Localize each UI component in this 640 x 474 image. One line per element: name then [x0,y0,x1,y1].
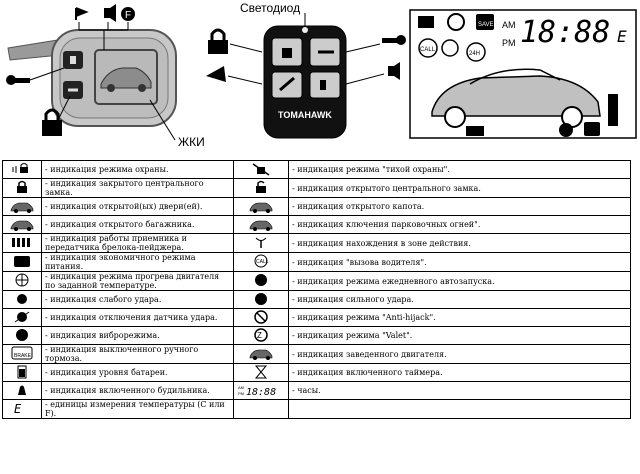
signal-bars-icon [2,233,42,253]
shock-strong-icon [233,290,289,309]
anti-hijack-icon [233,308,289,327]
battery-icon [2,363,42,382]
alarm-bell-icon [2,381,42,400]
legend-row: - индикация работы приемника и передатчи… [2,233,631,253]
valet-icon: Z [233,326,289,345]
legend-row: - индикация режима прогрева двигателя по… [2,271,631,291]
brake-icon: BRAKE [2,344,42,364]
legend-right-text: - индикация режима ежедневного автозапус… [288,271,631,291]
remote-figure: F ЖКИ TOMAHAWK [0,0,640,150]
legend-right-text: - индикация режима "Anti-hijack". [288,308,631,327]
lcd-call: CALL [420,47,436,53]
lcd-label: ЖКИ [178,135,205,149]
legend-row: - индикация открытой(ых) двери(ей). - инд… [2,197,631,216]
car-doors-icon [2,197,42,216]
legend-left-text: - индикация слабого удара. [41,290,234,309]
legend-row: E - единицы измерения температуры (С или … [2,399,631,419]
remote-figure-drawing: F ЖКИ TOMAHAWK [6,1,637,149]
call-icon: CALL [233,252,289,272]
legend-icon-cell [233,399,289,419]
lcd-time: 18:88 [520,15,610,50]
svg-text:PM: PM [238,391,244,396]
lcd-panel: SAVE AM PM 18:88 E CALL 24H [409,9,637,139]
car-parking-lights-icon [233,215,289,234]
left-side-icons [6,67,71,136]
legend-left-text: - индикация работы приемника и передатчи… [41,233,234,253]
svg-text:CALL: CALL [256,259,269,265]
legend-row: - индикация режима охраны. - индикация ре… [2,160,631,179]
svg-text:E: E [14,402,22,415]
legend-right-text: - индикация режима "тихой охраны". [288,160,631,179]
vibration-icon [2,326,42,345]
svg-text:BRAKE: BRAKE [14,353,32,359]
svg-text:18:88: 18:88 [246,387,276,397]
legend-right-text: - индикация сильного удара. [288,290,631,309]
sound-lock-icon [2,160,42,179]
temp-unit-icon: E [2,399,42,419]
shock-off-icon [2,308,42,327]
car-trunk-icon [2,215,42,234]
legend-row: - индикация виброрежима. Z - индикация реж… [2,326,631,345]
legend-left-text: - индикация закрытого центрального замка… [41,178,234,198]
legend-left-text: - индикация виброрежима. [41,326,234,345]
silent-guard-icon [233,160,289,179]
legend-right-text: - индикация заведенного двигателя. [288,344,631,364]
legend-body: - индикация режима охраны. - индикация ре… [2,160,631,419]
legend-left-text: - индикация режима охраны. [41,160,234,179]
legend-row: - индикация открытого багажника. - индика… [2,215,631,234]
shock-weak-icon [2,290,42,309]
legend-row: - индикация закрытого центрального замка… [2,178,631,198]
clock-24h-icon [233,271,289,291]
lock-closed-icon [2,178,42,198]
legend-left-text: - индикация открытого багажника. [41,215,234,234]
lcd-pm: PM [502,38,516,48]
legend-right-text: - индикация ключения парковочных огней". [288,215,631,234]
legend-right-text [288,399,631,419]
legend-row: BRAKE - индикация выключенного ручного то… [2,344,631,364]
legend-right-text: - индикация режима "Valet". [288,326,631,345]
car-hood-icon [233,197,289,216]
eco-mode-icon [2,252,42,272]
lcd-save: SAVE [478,22,494,28]
legend-left-text: - индикация открытой(ых) двери(ей). [41,197,234,216]
legend-row: - индикация слабого удара. - индикация си… [2,290,631,309]
legend-left-text: - индикация включенного будильника. [41,381,234,400]
legend-left-text: - индикация выключенного ручного тормоза… [41,344,234,364]
legend-row: - индикация уровня батареи. - индикация в… [2,363,631,382]
left-top-icons: F [75,4,135,50]
legend-left-text: - единицы измерения температуры (С или F… [41,399,234,419]
lock-open-icon [233,178,289,198]
remote-brand: TOMAHAWK [278,110,332,120]
lcd-temp-unit: E [617,27,627,46]
center-remote: TOMAHAWK [263,13,347,139]
legend-table: - индикация режима охраны. - индикация ре… [2,160,631,419]
legend-right-text: - индикация открытого центрального замка… [288,178,631,198]
engine-running-icon [233,344,289,364]
legend-row: - индикация экономичного режима питания.… [2,252,631,272]
left-remote [7,29,177,127]
svg-text:AM: AM [238,385,244,390]
timer-icon [233,363,289,382]
legend-row: - индикация отключения датчика удара. - и… [2,308,631,327]
antenna-zone-icon [233,233,289,253]
legend-left-text: - индикация режима прогрева двигателя по… [41,271,234,291]
fan-icon [2,271,42,291]
svg-text:Z: Z [257,331,262,340]
led-label: Светодиод [240,1,300,15]
svg-text:F: F [125,10,131,21]
legend-right-text: - индикация открытого капота. [288,197,631,216]
legend-left-text: - индикация уровня батареи. [41,363,234,382]
lcd-am: AM [502,20,516,30]
lcd-24h: 24H [469,51,480,57]
legend-right-text: - индикация "вызова водителя". [288,252,631,272]
legend-right-text: - часы. [288,381,631,400]
center-side-icons [206,28,406,85]
legend-left-text: - индикация экономичного режима питания. [41,252,234,272]
legend-left-text: - индикация отключения датчика удара. [41,308,234,327]
legend-right-text: - индикация нахождения в зоне действия. [288,233,631,253]
legend-right-text: - индикация включенного таймера. [288,363,631,382]
